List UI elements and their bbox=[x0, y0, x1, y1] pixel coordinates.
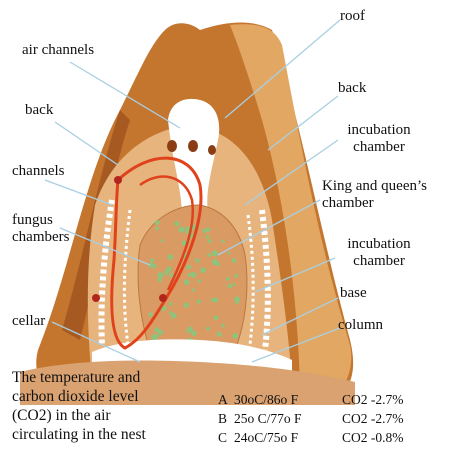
chimney-hole-right bbox=[208, 145, 216, 155]
fungus-dot bbox=[235, 274, 239, 278]
legend-temperature: 24oC/75o F bbox=[234, 428, 342, 447]
legend-key: A bbox=[218, 390, 234, 409]
fungus-dot bbox=[157, 272, 163, 278]
fungus-dot bbox=[212, 259, 218, 265]
fungus-dot bbox=[227, 284, 232, 289]
fungus-dot bbox=[207, 253, 211, 257]
fungus-dot bbox=[203, 229, 207, 233]
legend-co2: CO2 -0.8% bbox=[342, 428, 404, 447]
fungus-dot bbox=[227, 252, 230, 255]
label-base: base bbox=[340, 285, 367, 302]
fungus-dot bbox=[191, 331, 196, 336]
legend-temperature: 30oC/86o F bbox=[234, 390, 342, 409]
fungus-dot bbox=[157, 278, 161, 282]
chimney-hole-mid bbox=[188, 140, 198, 152]
legend-co2: CO2 -2.7% bbox=[342, 390, 404, 409]
label-king-queen-chamber: King and queen’s chamber bbox=[322, 178, 467, 212]
fungus-dot bbox=[217, 332, 222, 337]
legend-row-b: B 25o C/77o F CO2 -2.7% bbox=[218, 409, 404, 428]
fungus-dot bbox=[167, 254, 173, 260]
fungus-dot bbox=[166, 267, 171, 272]
fungus-dot bbox=[152, 264, 157, 269]
fungus-dot bbox=[158, 330, 163, 335]
fungus-dot bbox=[235, 301, 239, 305]
fungus-dot bbox=[200, 267, 206, 273]
legend-key: C bbox=[218, 428, 234, 447]
label-back-left: back bbox=[25, 102, 53, 119]
label-fungus-chambers: fungus chambers bbox=[12, 212, 76, 246]
label-channels: channels bbox=[12, 163, 64, 180]
fungus-dot bbox=[184, 279, 190, 285]
fungus-dot bbox=[188, 273, 192, 277]
fungus-dot bbox=[232, 333, 238, 339]
fungus-dot bbox=[197, 299, 201, 303]
label-back-right: back bbox=[338, 80, 366, 97]
fungus-dot bbox=[192, 288, 195, 291]
fungus-dot bbox=[206, 235, 210, 239]
fungus-dot bbox=[221, 324, 225, 328]
fungus-dot bbox=[171, 313, 177, 319]
fungus-dot bbox=[214, 315, 219, 320]
fungus-dot bbox=[212, 250, 218, 256]
fungus-dot bbox=[156, 227, 160, 231]
label-air-channels: air channels bbox=[22, 42, 94, 59]
legend-row-c: C 24oC/75o F CO2 -0.8% bbox=[218, 428, 404, 447]
fungus-dot bbox=[195, 258, 198, 261]
label-roof: roof bbox=[340, 8, 365, 25]
fungus-dot bbox=[208, 239, 212, 243]
fungus-dot bbox=[155, 220, 160, 225]
fungus-dot bbox=[150, 258, 154, 262]
fungus-dot bbox=[179, 227, 185, 233]
legend-co2: CO2 -2.7% bbox=[342, 409, 404, 428]
fungus-dot bbox=[186, 328, 192, 334]
chimney-hole-left bbox=[167, 140, 177, 152]
flow-point-b bbox=[92, 294, 100, 302]
label-incubation-chamber-2: incubation chamber bbox=[338, 236, 420, 270]
diagram-caption: The temperature and carbon dioxide level… bbox=[12, 368, 180, 444]
fungus-dot bbox=[148, 312, 153, 317]
legend-temperature: 25o C/77o F bbox=[234, 409, 342, 428]
fungus-dot bbox=[186, 265, 191, 270]
fungus-dot bbox=[198, 279, 202, 283]
fungus-dot bbox=[174, 221, 179, 226]
fungus-dot bbox=[222, 240, 225, 243]
fungus-dot bbox=[155, 334, 159, 338]
legend-key: B bbox=[218, 409, 234, 428]
fungus-dot bbox=[211, 298, 215, 302]
label-cellar: cellar bbox=[12, 313, 45, 330]
fungus-dot bbox=[232, 258, 237, 263]
legend-row-a: A 30oC/86o F CO2 -2.7% bbox=[218, 390, 404, 409]
label-column: column bbox=[338, 317, 383, 334]
fungus-dot bbox=[233, 283, 236, 286]
label-incubation-chamber-1: incubation chamber bbox=[338, 122, 420, 156]
flow-point-c bbox=[159, 294, 167, 302]
fungus-dot bbox=[161, 239, 164, 242]
flow-point-a bbox=[114, 176, 122, 184]
fungus-dot bbox=[206, 327, 210, 331]
conditions-legend: A 30oC/86o F CO2 -2.7% B 25o C/77o F CO2… bbox=[218, 390, 404, 447]
fungus-dot bbox=[184, 302, 189, 307]
fungus-dot bbox=[169, 302, 173, 306]
fungus-dot bbox=[226, 277, 230, 281]
